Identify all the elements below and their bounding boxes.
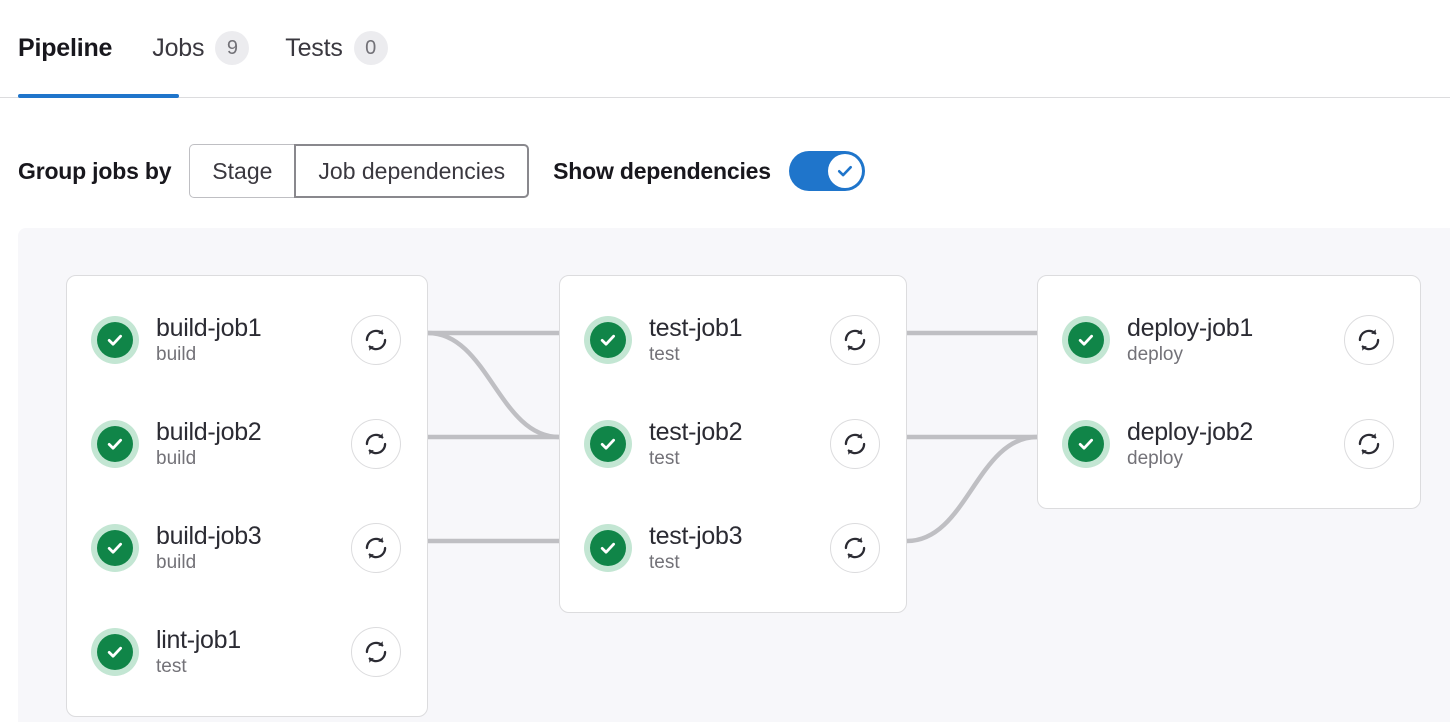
job-build-job1[interactable]: build-job1 build [67,288,427,392]
tab-tests[interactable]: Tests 0 [267,22,405,74]
retry-icon[interactable] [351,523,401,573]
job-stage: build [156,448,197,469]
group-by-job-dependencies-button[interactable]: Job dependencies [294,144,530,198]
job-stage: test [649,448,680,469]
job-text: deploy-job2 deploy [1127,417,1344,471]
group-jobs-by-segmented-control: Stage Job dependencies [189,144,530,198]
check-icon [837,165,852,177]
job-name: build-job1 [156,314,262,342]
job-text: test-job2 test [649,417,830,471]
link-test-job3-deploy-job2 [904,434,1040,544]
group-by-stage-button[interactable]: Stage [189,144,295,198]
job-text: deploy-job1 deploy [1127,313,1344,367]
toggle-knob [827,154,862,188]
tab-jobs-label: Jobs [152,33,205,62]
tab-tests-label: Tests [285,33,343,62]
job-stage: build [156,552,197,573]
job-deploy-job1[interactable]: deploy-job1 deploy [1038,288,1420,392]
status-success-icon [584,316,632,364]
job-text: lint-job1 test [156,625,351,679]
job-test-job2[interactable]: test-job2 test [560,392,906,496]
status-success-icon [584,420,632,468]
job-name: build-job2 [156,418,262,446]
retry-icon[interactable] [830,419,880,469]
job-build-job3[interactable]: build-job3 build [67,496,427,600]
tab-tests-count-badge: 0 [353,31,388,65]
retry-icon[interactable] [830,315,880,365]
status-success-icon [91,316,139,364]
job-deploy-job2[interactable]: deploy-job2 deploy [1038,392,1420,496]
job-test-job3[interactable]: test-job3 test [560,496,906,600]
job-text: test-job1 test [649,313,830,367]
job-stage: test [156,656,187,677]
job-lint-job1[interactable]: lint-job1 test [67,600,427,704]
retry-icon[interactable] [830,523,880,573]
job-name: lint-job1 [156,626,241,654]
job-build-job2[interactable]: build-job2 build [67,392,427,496]
build-column: build-job1 build [66,275,428,717]
tab-list: Pipeline Jobs 9 Tests 0 [18,22,406,74]
status-success-icon [1062,316,1110,364]
retry-icon[interactable] [351,315,401,365]
job-stage: test [649,344,680,365]
job-stage: test [649,552,680,573]
job-text: build-job2 build [156,417,351,471]
job-text: build-job1 build [156,313,351,367]
pipeline-tabbar: Pipeline Jobs 9 Tests 0 [0,0,1450,98]
job-name: deploy-job2 [1127,418,1253,446]
link-build-job1-test-job2 [425,330,562,440]
status-success-icon [91,628,139,676]
active-tab-indicator [18,94,179,98]
status-success-icon [584,524,632,572]
group-jobs-by-label: Group jobs by [18,157,172,184]
show-dependencies-label: Show dependencies [553,157,771,184]
show-dependencies-toggle[interactable] [788,151,865,191]
job-stage: deploy [1127,448,1183,469]
job-name: build-job3 [156,522,262,550]
retry-icon[interactable] [1344,315,1394,365]
pipeline-graph-canvas: build-job1 build [18,228,1450,722]
job-stage: deploy [1127,344,1183,365]
job-text: test-job3 test [649,521,830,575]
job-text: build-job3 build [156,521,351,575]
status-success-icon [1062,420,1110,468]
tab-jobs[interactable]: Jobs 9 [134,22,267,74]
tab-pipeline-label: Pipeline [18,33,113,62]
job-name: test-job3 [649,522,743,550]
retry-icon[interactable] [351,419,401,469]
tab-jobs-count-badge: 9 [215,31,250,65]
job-name: deploy-job1 [1127,314,1253,342]
retry-icon[interactable] [1344,419,1394,469]
retry-icon[interactable] [351,627,401,677]
job-test-job1[interactable]: test-job1 test [560,288,906,392]
job-name: test-job1 [649,314,743,342]
graph-controls: Group jobs by Stage Job dependencies Sho… [18,144,865,198]
job-name: test-job2 [649,418,743,446]
status-success-icon [91,420,139,468]
status-success-icon [91,524,139,572]
job-stage: build [156,344,197,365]
tab-pipeline[interactable]: Pipeline [18,22,134,74]
test-column: test-job1 test t [559,275,907,613]
deploy-column: deploy-job1 deploy [1037,275,1421,509]
